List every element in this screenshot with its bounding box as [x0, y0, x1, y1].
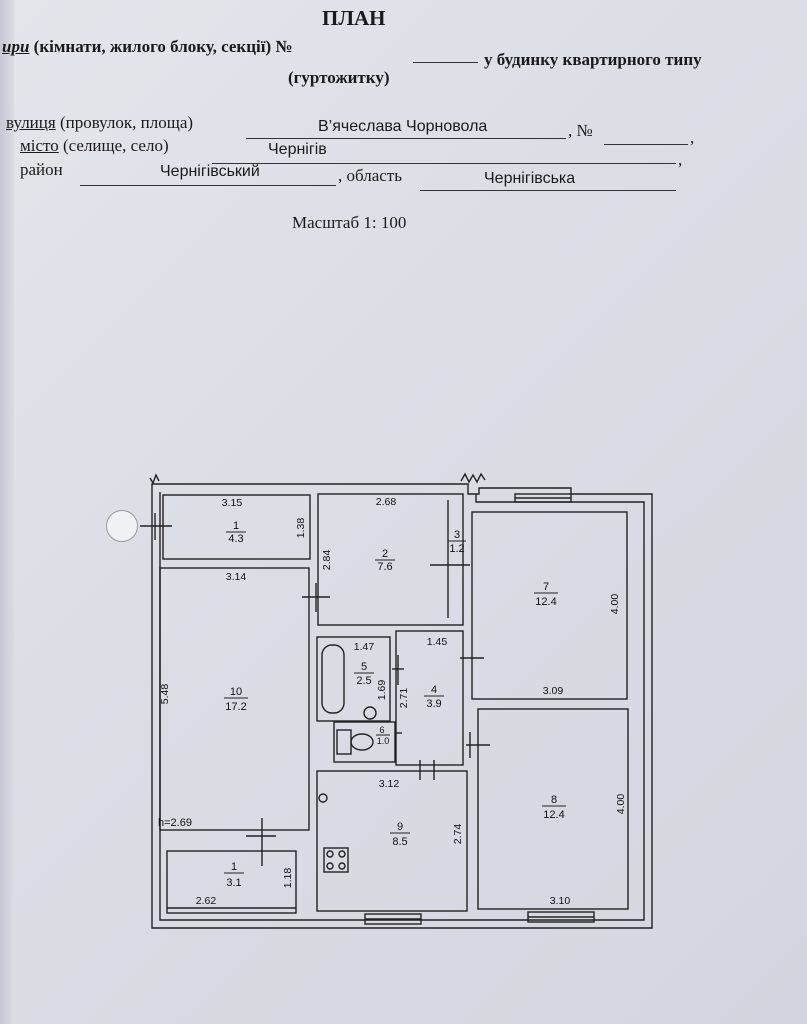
- break-mark-top: [460, 472, 486, 484]
- toilet-tank-icon: [336, 729, 352, 755]
- room-8-number: 8: [551, 794, 557, 806]
- dim-4-00-room8: 4.00: [615, 794, 627, 815]
- number-underline: [604, 144, 688, 145]
- region-label: , область: [338, 166, 402, 185]
- header-line1: ири (кімнати, жилого блоку, секції) №: [2, 37, 292, 57]
- room-1-outline: [162, 494, 311, 560]
- plan-walls: [140, 472, 653, 929]
- room-3-area: 1.2: [449, 543, 464, 555]
- room-5-outline: [316, 636, 391, 722]
- scale-label: Масштаб 1: 100: [292, 213, 407, 232]
- room-1b-area: 3.1: [226, 877, 241, 889]
- street-value: В’ячеслава Чорновола: [318, 118, 488, 135]
- dim-1-69: 1.69: [376, 680, 388, 701]
- dim-2-84: 2.84: [321, 550, 333, 571]
- district-underline: [80, 185, 336, 186]
- room-6-number: 6: [379, 725, 384, 735]
- dim-1-45: 1.45: [427, 636, 448, 648]
- bathtub-icon: [321, 644, 345, 714]
- room-5-area: 2.5: [356, 675, 371, 687]
- toilet-bowl-icon: [350, 733, 374, 751]
- page-fold-edge: [0, 0, 14, 1024]
- room-6-outline: [333, 721, 396, 763]
- dim-1-47: 1.47: [354, 641, 375, 653]
- break-mark-left: [149, 473, 160, 485]
- dim-3-15: 3.15: [222, 497, 243, 509]
- region-value: Чернігівська: [484, 170, 576, 187]
- dim-1-18: 1.18: [282, 868, 294, 889]
- street-underline: [246, 138, 566, 139]
- room-7-area: 12.4: [535, 596, 556, 608]
- room-1-number: 1: [233, 520, 239, 532]
- room-2-area: 7.6: [377, 561, 392, 573]
- number-label: , №: [568, 121, 593, 140]
- dim-2-74: 2.74: [452, 824, 464, 845]
- room-10-outline: [159, 567, 310, 831]
- dim-2-68: 2.68: [376, 496, 397, 508]
- dim-3-14: 3.14: [226, 571, 247, 583]
- street-label: вулиця (провулок, площа): [6, 113, 194, 132]
- city-value: Чернігів: [268, 141, 327, 158]
- sink-icon: [363, 706, 377, 720]
- document-title: ПЛАН: [322, 6, 386, 30]
- room-9-number: 9: [397, 821, 403, 833]
- binder-hole: [106, 510, 138, 542]
- dim-3-10: 3.10: [550, 895, 571, 907]
- section-number-blank: [413, 62, 478, 63]
- room-1b-number: 1: [231, 861, 237, 873]
- room-2-number: 2: [382, 548, 388, 560]
- room-7-number: 7: [543, 581, 549, 593]
- room-8-outline: [477, 708, 629, 910]
- dimension-labels: 3.15 1.38 2.68 2.84 3.14 5.48 1.47 1.69 …: [159, 496, 627, 907]
- dim-5-48: 5.48: [159, 684, 171, 705]
- room-8-area: 12.4: [543, 809, 564, 821]
- room-4-outline: [395, 630, 464, 766]
- dim-3-12: 3.12: [379, 778, 400, 790]
- room-9-area: 8.5: [392, 836, 407, 848]
- row2-comma: ,: [678, 150, 683, 169]
- room-6-area: 1.0: [377, 736, 390, 746]
- room-1-area: 4.3: [228, 533, 243, 545]
- outer-wall-outer: [151, 483, 653, 929]
- dim-3-09: 3.09: [543, 685, 564, 697]
- header-prefix: ири: [2, 37, 30, 56]
- room-10-number: 10: [230, 686, 242, 698]
- ceiling-height-note: h=2.69: [158, 817, 192, 829]
- dim-4-00-room7: 4.00: [609, 594, 621, 615]
- room-7-outline: [471, 511, 628, 700]
- room-3-number: 3: [454, 529, 460, 541]
- room-4-number: 4: [431, 684, 437, 696]
- outer-wall-inner: [159, 492, 645, 921]
- region-underline: [420, 190, 676, 191]
- dim-2-71: 2.71: [398, 688, 410, 709]
- room-1b-outline: [166, 850, 297, 914]
- room-4-area: 3.9: [426, 698, 441, 710]
- dim-2-62: 2.62: [196, 895, 217, 907]
- city-label: місто (селище, село): [20, 136, 169, 155]
- header-line2: (гуртожитку): [288, 68, 390, 87]
- district-value: Чернігівський: [160, 163, 260, 180]
- city-underline: [212, 163, 676, 164]
- row1-comma: ,: [690, 128, 695, 147]
- district-label: район: [20, 160, 63, 179]
- stove-icon: [323, 847, 349, 873]
- header-line1-text: (кімнати, жилого блоку, секції) №: [33, 37, 293, 56]
- room-5-number: 5: [361, 661, 367, 673]
- header-line1-suffix: у будинку квартирного типу: [484, 50, 702, 69]
- kitchen-sink-icon: [318, 793, 328, 803]
- room-labels: 1 4.3 2 7.6 3 1.2 4 3.9 5 2.5 6 1.0 7 12…: [224, 520, 566, 889]
- room-2-outline: [317, 493, 464, 626]
- room-10-area: 17.2: [225, 701, 246, 713]
- room-9-outline: [316, 770, 468, 912]
- dim-1-38: 1.38: [295, 518, 307, 539]
